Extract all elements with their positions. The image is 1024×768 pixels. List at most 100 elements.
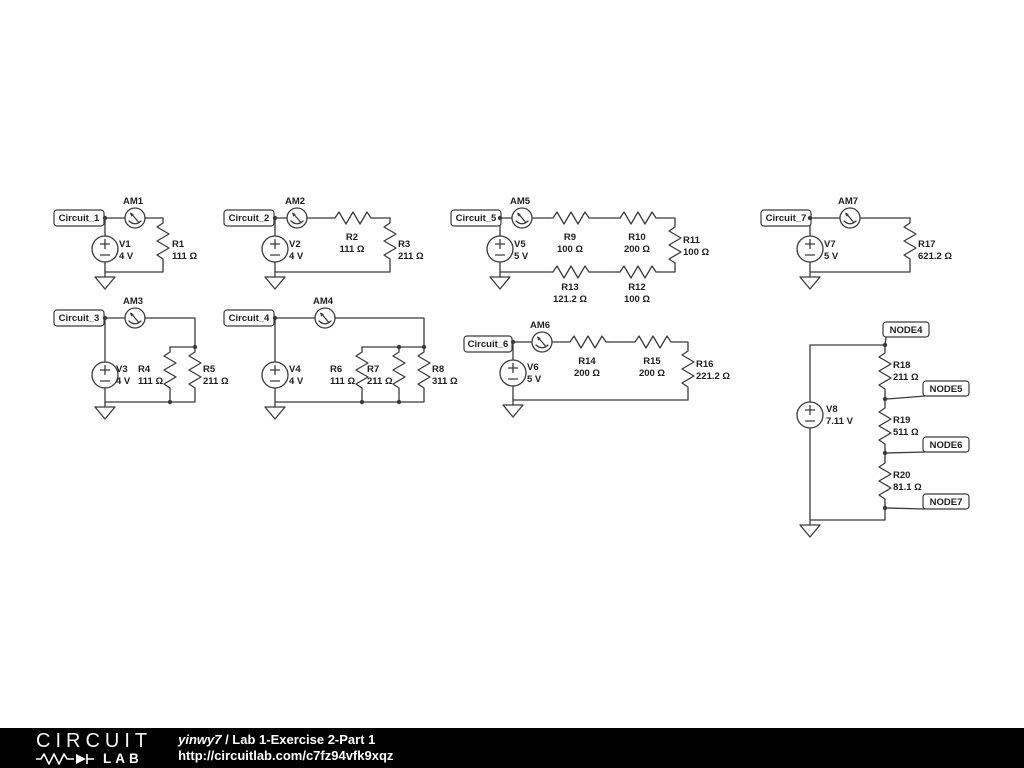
r19-value: 511 Ω [893, 427, 919, 438]
wire [274, 317, 425, 403]
ground-symbol[interactable] [489, 271, 511, 290]
r10-name: R10 [628, 232, 645, 243]
v8-voltage-source[interactable]: V8 7.11 V [796, 401, 854, 429]
v6-name: V6 [527, 362, 539, 373]
flag-box [922, 493, 970, 510]
r7-resistor[interactable]: R7 211 Ω [367, 346, 406, 394]
logo-text-lab: LAB [103, 750, 143, 766]
r9-resistor[interactable]: R9 100 Ω [547, 211, 593, 255]
r17-name: R17 [918, 239, 935, 250]
r11-name: R11 [683, 235, 701, 246]
circuit6-label-flag[interactable]: Circuit_6 [463, 335, 514, 353]
r15-name: R15 [643, 356, 661, 367]
r12-resistor[interactable]: R12 100 Ω [614, 265, 660, 305]
circuit3-label-flag[interactable]: Circuit_3 [53, 309, 106, 327]
r20-resistor[interactable]: R20 81.1 Ω [878, 457, 922, 505]
am7-ammeter[interactable]: AM7 [838, 196, 861, 229]
ground-symbol[interactable] [94, 271, 116, 290]
circuit5-label: Circuit_5 [456, 213, 497, 224]
circuitlab-logo[interactable]: CIRCUIT LAB [36, 731, 152, 766]
r18-resistor[interactable]: R18 211 Ω [878, 347, 919, 395]
flag-box [922, 380, 970, 397]
r2-resistor[interactable]: R2 111 Ω [329, 211, 375, 255]
v5-voltage-source[interactable]: V5 5 V [486, 235, 529, 263]
v3-voltage-source[interactable]: V3 4 V [91, 361, 131, 389]
ground-symbol[interactable] [799, 519, 821, 538]
r11-value: 100 Ω [683, 247, 709, 258]
r17-resistor[interactable]: R17 621.2 Ω [903, 217, 952, 265]
flag-pointer [884, 336, 887, 346]
node7-flag[interactable]: NODE7 [886, 493, 970, 510]
am4-ammeter[interactable]: AM4 [313, 296, 336, 329]
r6-resistor[interactable]: R6 111 Ω [330, 346, 369, 394]
circuit1-label-flag[interactable]: Circuit_1 [53, 209, 106, 227]
share-url-link[interactable]: http://circuitlab.com/c7fz94vfk9xqz [178, 748, 394, 763]
page-title: yinwy7 / Lab 1-Exercise 2-Part 1 [178, 732, 393, 748]
v8-value: 7.11 V [826, 416, 854, 427]
circuit4-label-flag[interactable]: Circuit_4 [223, 309, 276, 327]
node6-flag[interactable]: NODE6 [886, 436, 970, 454]
junction-dot [167, 399, 173, 405]
circuit2-label-flag[interactable]: Circuit_2 [223, 209, 276, 227]
am2-ammeter[interactable]: AM2 [285, 196, 308, 229]
node6-label: NODE6 [930, 440, 963, 451]
r14-name: R14 [578, 356, 596, 367]
v4-voltage-source[interactable]: V4 4 V [261, 361, 304, 389]
r1-resistor[interactable]: R1 111 Ω [156, 217, 197, 265]
r11-resistor[interactable]: R11 100 Ω [668, 221, 709, 269]
v1-voltage-source[interactable]: V1 4 V [91, 235, 134, 263]
ground-symbol[interactable] [502, 399, 524, 418]
r15-resistor[interactable]: R15 200 Ω [629, 335, 675, 379]
am5-ammeter[interactable]: AM5 [510, 196, 533, 229]
ground-symbol[interactable] [264, 271, 286, 290]
ground-symbol[interactable] [799, 271, 821, 290]
v7-voltage-source[interactable]: V7 5 V [796, 235, 839, 263]
am6-ammeter[interactable]: AM6 [530, 320, 553, 353]
am5-label: AM5 [510, 196, 531, 207]
node4-flag[interactable]: NODE4 [882, 321, 930, 346]
junction-dot [102, 215, 108, 221]
r9-value: 100 Ω [557, 244, 583, 255]
flag-pointer [886, 451, 926, 454]
node5-flag[interactable]: NODE5 [886, 380, 970, 400]
r16-resistor[interactable]: R16 221.2 Ω [681, 345, 730, 393]
junction-dot [882, 505, 888, 511]
r17-value: 621.2 Ω [918, 251, 952, 262]
r16-value: 221.2 Ω [696, 371, 730, 382]
junction-dot [359, 399, 365, 405]
r14-resistor[interactable]: R14 200 Ω [564, 335, 610, 379]
v8-name: V8 [826, 404, 838, 415]
r20-name: R20 [893, 470, 910, 481]
v7-value: 5 V [824, 251, 839, 262]
v1-value: 4 V [119, 251, 134, 262]
junction-dot [882, 396, 888, 402]
circuit1-label: Circuit_1 [59, 213, 100, 224]
r13-resistor[interactable]: R13 121.2 Ω [547, 265, 593, 305]
v6-voltage-source[interactable]: V6 5 V [499, 359, 542, 387]
r3-name: R3 [398, 239, 410, 250]
v2-voltage-source[interactable]: V2 4 V [261, 235, 304, 263]
schematic-canvas: Circuit_1 V1 4 V AM1 R1 111 Ω Circuit_2 [53, 196, 970, 538]
am6-label: AM6 [530, 320, 550, 331]
am1-ammeter[interactable]: AM1 [123, 196, 146, 229]
junction-dot [497, 215, 503, 221]
r3-resistor[interactable]: R3 211 Ω [383, 217, 424, 265]
circuit5-label-flag[interactable]: Circuit_5 [450, 209, 502, 227]
r13-value: 121.2 Ω [553, 294, 587, 305]
r5-resistor[interactable]: R5 211 Ω [188, 346, 229, 394]
junction-dot [807, 215, 813, 221]
ground-symbol[interactable] [264, 401, 286, 420]
r10-value: 200 Ω [624, 244, 650, 255]
r19-name: R19 [893, 415, 910, 426]
am2-label: AM2 [285, 196, 305, 207]
circuit7-label-flag[interactable]: Circuit_7 [760, 209, 812, 227]
r4-resistor[interactable]: R4 111 Ω [138, 346, 177, 394]
r4-name: R4 [138, 364, 151, 375]
am3-ammeter[interactable]: AM3 [123, 296, 146, 329]
v5-name: V5 [514, 239, 526, 250]
r10-resistor[interactable]: R10 200 Ω [614, 211, 660, 255]
r19-resistor[interactable]: R19 511 Ω [878, 402, 919, 450]
circuit3-label: Circuit_3 [59, 313, 100, 324]
ground-symbol[interactable] [94, 401, 116, 420]
r8-resistor[interactable]: R8 311 Ω [417, 346, 458, 394]
